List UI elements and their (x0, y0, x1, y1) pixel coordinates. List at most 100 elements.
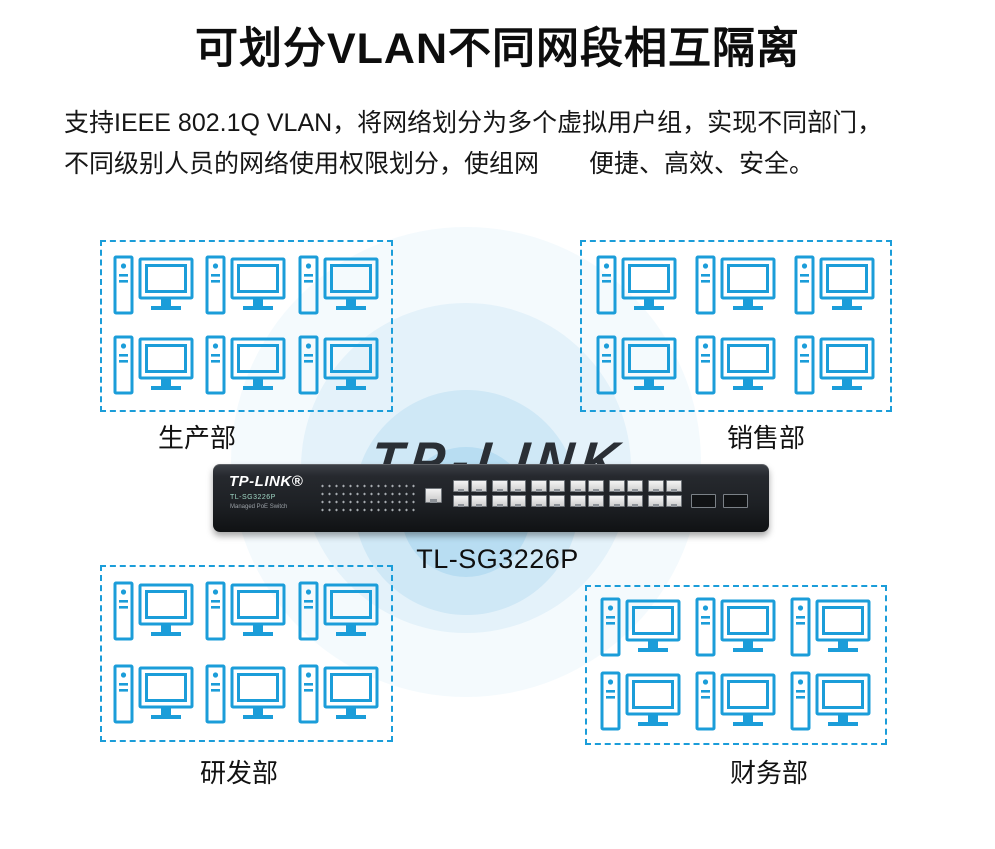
computer-icon-svg (600, 671, 681, 731)
computer-icon-svg (113, 581, 194, 641)
rj45-port (471, 480, 487, 492)
rj45-port (627, 495, 643, 507)
rj45-port (531, 495, 547, 507)
rj45-port (510, 495, 526, 507)
computer-icon-svg (113, 664, 194, 724)
computer-icon (789, 670, 873, 734)
description: 支持IEEE 802.1Q VLAN，将网络划分为多个虚拟用户组，实现不同部门，… (64, 103, 952, 184)
rj45-port-group (648, 480, 682, 507)
console-port (425, 488, 442, 503)
computer-icon-svg (695, 597, 776, 657)
dept-label-production: 生产部 (158, 423, 237, 453)
computer-icon-svg (695, 671, 776, 731)
rj45-port (648, 495, 664, 507)
computer-icon-svg (695, 335, 776, 395)
computer-icon-svg (205, 255, 286, 315)
rj45-port (570, 495, 586, 507)
rj45-port (549, 495, 565, 507)
dept-label-sales: 销售部 (727, 423, 806, 453)
computer-icon-svg (298, 664, 379, 724)
dept-label-finance: 财务部 (730, 758, 809, 788)
computer-icon-svg (596, 255, 677, 315)
computer-icon (297, 334, 381, 398)
computer-icon-svg (205, 664, 286, 724)
description-line2: 不同级别人员的网络使用权限划分，使组网 便捷、高效、安全。 (64, 149, 815, 178)
rj45-port (609, 480, 625, 492)
rj45-port (531, 480, 547, 492)
computer-icon (789, 596, 873, 660)
computer-icon (204, 254, 288, 318)
computer-icon (595, 334, 679, 398)
page-title: 可划分VLAN不同网段相互隔离 (194, 25, 801, 73)
computer-icon-svg (205, 335, 286, 395)
computer-icon-svg (794, 335, 875, 395)
dept-box-finance (585, 585, 887, 745)
rj45-port-group (609, 480, 643, 507)
computer-icon-svg (113, 335, 194, 395)
computer-icon-svg (596, 335, 677, 395)
rj45-port (666, 495, 682, 507)
computer-icon-svg (205, 581, 286, 641)
rj45-port-group (570, 480, 604, 507)
computer-icon (204, 334, 288, 398)
computer-icon-svg (298, 581, 379, 641)
computer-icon (112, 580, 196, 644)
computer-icon-svg (794, 255, 875, 315)
computer-icon (599, 596, 683, 660)
computer-icon (694, 334, 778, 398)
rj45-port (492, 495, 508, 507)
switch-device: TP-LINK® TL-SG3226P Managed PoE Switch (213, 452, 769, 544)
sfp-port (691, 494, 716, 508)
description-line1: 支持IEEE 802.1Q VLAN，将网络划分为多个虚拟用户组，实现不同部门， (64, 109, 883, 137)
background-circle-outer (231, 227, 701, 697)
switch-chassis: TP-LINK® TL-SG3226P Managed PoE Switch (213, 464, 769, 532)
computer-icon (204, 663, 288, 727)
computer-icon (793, 334, 877, 398)
rj45-port (666, 480, 682, 492)
rj45-port (549, 480, 565, 492)
computer-icon-svg (790, 597, 871, 657)
rj45-port (588, 480, 604, 492)
computer-icon (297, 580, 381, 644)
computer-icon (793, 254, 877, 318)
dept-box-production (100, 240, 393, 412)
rj45-port (471, 495, 487, 507)
computer-icon-svg (113, 255, 194, 315)
rj45-port (510, 480, 526, 492)
computer-icon (694, 670, 778, 734)
computer-icon-svg (298, 335, 379, 395)
dept-box-rnd (100, 565, 393, 742)
computer-icon-svg (600, 597, 681, 657)
switch-front-sublabel: Managed PoE Switch (230, 504, 288, 510)
computer-icon-svg (790, 671, 871, 731)
switch-model-caption: TL-SG3226P (416, 544, 579, 574)
sfp-port (723, 494, 748, 508)
computer-icon (297, 254, 381, 318)
dept-box-sales (580, 240, 892, 412)
sfp-port-group (691, 494, 748, 508)
computer-icon (599, 670, 683, 734)
rj45-port-group (531, 480, 565, 507)
rj45-port (492, 480, 508, 492)
switch-front-model: TL-SG3226P (230, 494, 276, 501)
computer-icon (112, 663, 196, 727)
rj45-port (570, 480, 586, 492)
rj45-port-group (453, 480, 487, 507)
led-indicator-panel (319, 482, 417, 512)
computer-icon (204, 580, 288, 644)
computer-icon-svg (695, 255, 776, 315)
switch-brand-logo: TP-LINK® (229, 473, 304, 490)
computer-icon (297, 663, 381, 727)
computer-icon (694, 254, 778, 318)
computer-icon (595, 254, 679, 318)
computer-icon (694, 596, 778, 660)
rj45-port (648, 480, 664, 492)
rj45-port (453, 495, 469, 507)
rj45-port (609, 495, 625, 507)
computer-icon (112, 334, 196, 398)
rj45-port (627, 480, 643, 492)
rj45-port (453, 480, 469, 492)
switch-port-block (453, 480, 682, 507)
rj45-port-group (492, 480, 526, 507)
